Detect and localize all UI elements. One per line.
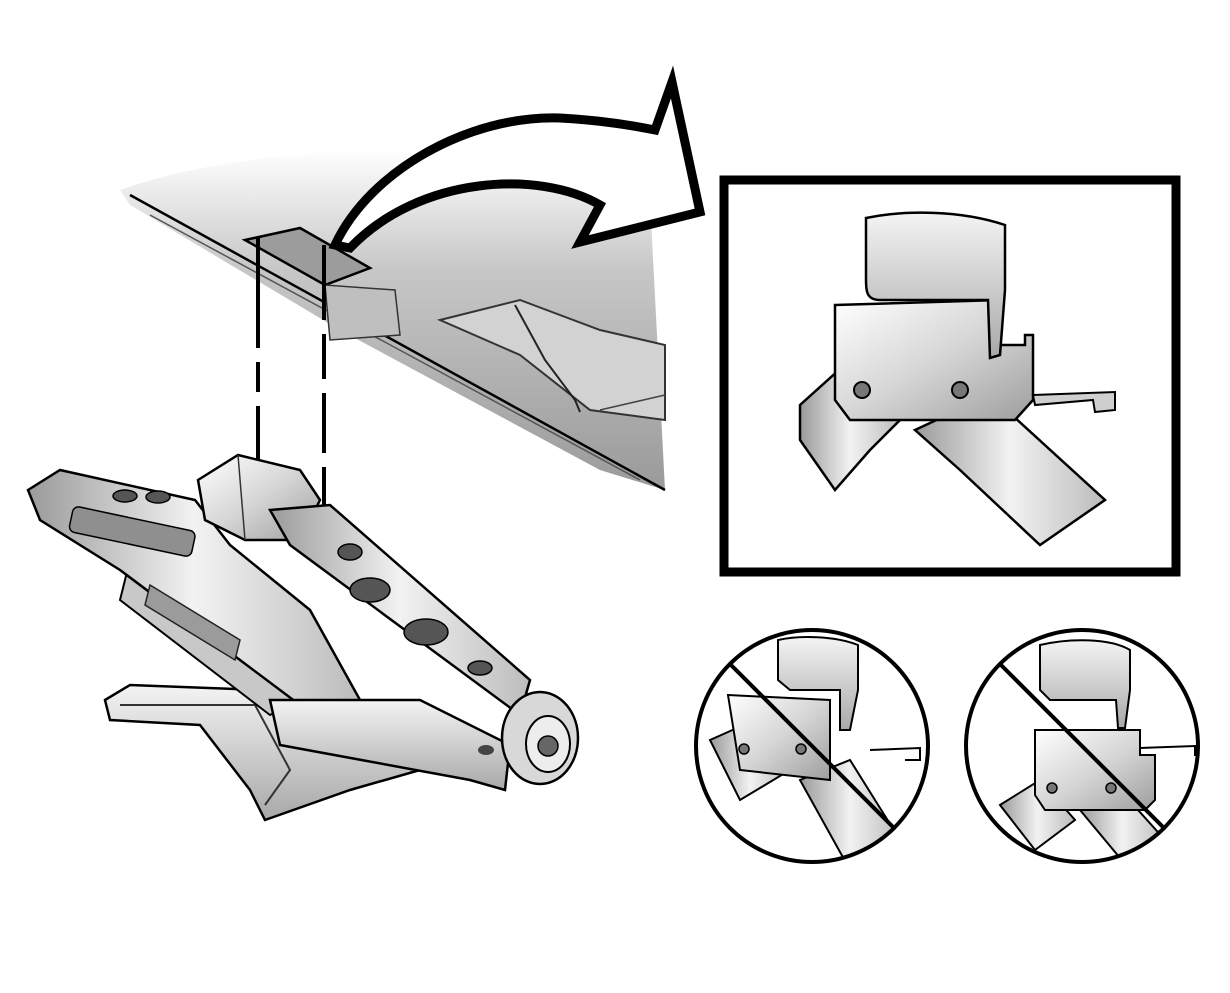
incorrect-position-1 [694,628,930,864]
detail-panel-correct [719,175,1181,577]
vehicle-underbody [120,150,666,492]
jack-screw-end [500,690,580,786]
prohibited-slash-icon [998,662,1166,830]
incorrect-position-2 [964,628,1200,864]
curved-arrow-icon [328,65,706,253]
prohibited-slash-icon [728,662,896,830]
scissor-jack [26,453,580,822]
